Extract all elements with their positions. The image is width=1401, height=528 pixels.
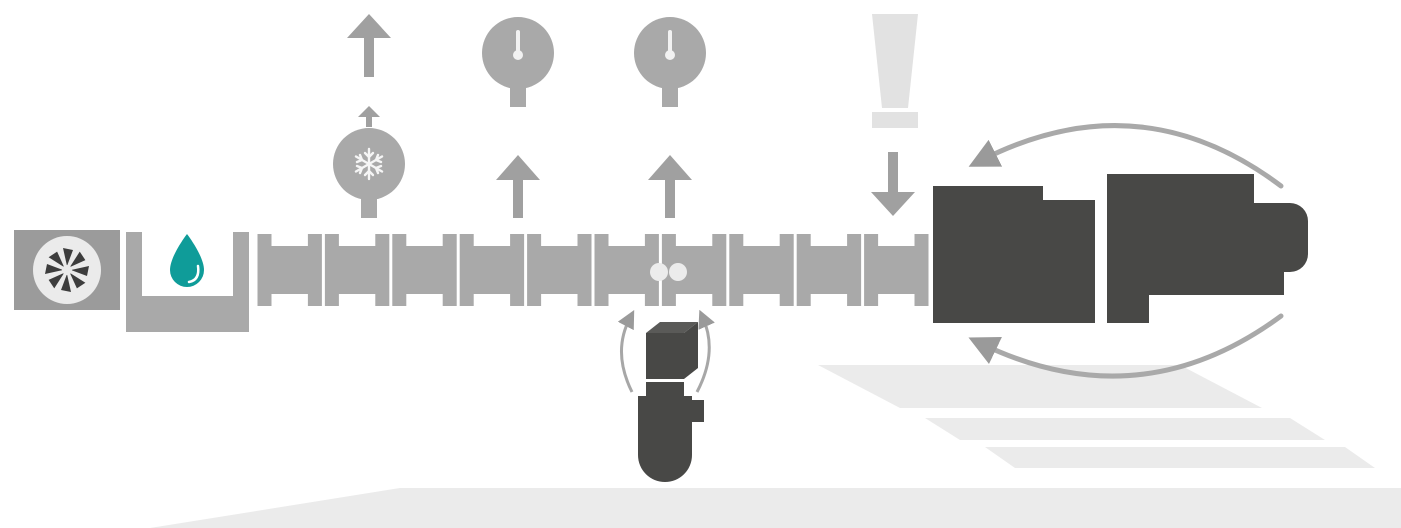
fan-unit (14, 230, 120, 310)
side-feeder-hopper-top (646, 322, 698, 333)
snowflake-icon (354, 147, 384, 181)
thermometer-gauge-2 (634, 17, 706, 107)
feed-arrow-icon (871, 152, 915, 216)
thermometer-icon (665, 30, 675, 60)
thermometer-gauge-1 (482, 17, 554, 107)
floor-planes (150, 365, 1401, 528)
barrel-segment (527, 234, 592, 306)
barrel-segment (729, 234, 794, 306)
side-feeder-motor (638, 396, 692, 482)
side-feeder-connector (688, 400, 704, 422)
twin-screw-icon (650, 263, 687, 281)
floor-plate-2 (925, 418, 1325, 440)
water-drop-highlight (187, 264, 200, 284)
floor-plate-3 (985, 447, 1375, 468)
side-feeder-arrow-right (695, 309, 715, 393)
barrel-segment (392, 234, 457, 306)
side-feeder-hopper-side (684, 322, 698, 379)
barrel-segment (324, 234, 390, 306)
barrel-segment (594, 234, 659, 306)
water-drop-icon (170, 234, 204, 287)
side-feeder-collar (646, 382, 684, 398)
hopper-icon (872, 14, 918, 128)
floor-plane-large (150, 488, 1401, 528)
vent-arrow-icon (496, 155, 540, 218)
cooling-unit-stem (361, 196, 377, 218)
barrel-port (345, 234, 370, 242)
barrel-port (614, 234, 639, 242)
small-arrow-icon (358, 106, 380, 127)
barrel-segment (661, 234, 727, 306)
side-feeder-icon (617, 309, 715, 482)
barrel-segment (459, 234, 525, 306)
barrel-port (816, 234, 841, 242)
side-feeder-arrow-left (617, 310, 635, 393)
barrel-segment (796, 234, 862, 306)
floor-plate-1 (818, 365, 1262, 408)
fan-icon (45, 248, 89, 292)
vent-arrow-icon (347, 14, 391, 77)
drive-circulation-arrow-bottom (968, 313, 1284, 379)
barrel-segment (864, 234, 929, 306)
gearbox-icon (933, 186, 1095, 323)
vent-arrow-icon (648, 155, 692, 218)
motor-icon (1107, 174, 1308, 323)
drive-circulation-arrow-top (968, 123, 1284, 189)
barrel (257, 234, 929, 306)
vent-stack-1 (333, 14, 405, 218)
thermometer-icon (513, 30, 523, 60)
side-feeder-hopper (646, 333, 684, 379)
water-trough (126, 232, 249, 332)
barrel-segment (257, 234, 322, 306)
